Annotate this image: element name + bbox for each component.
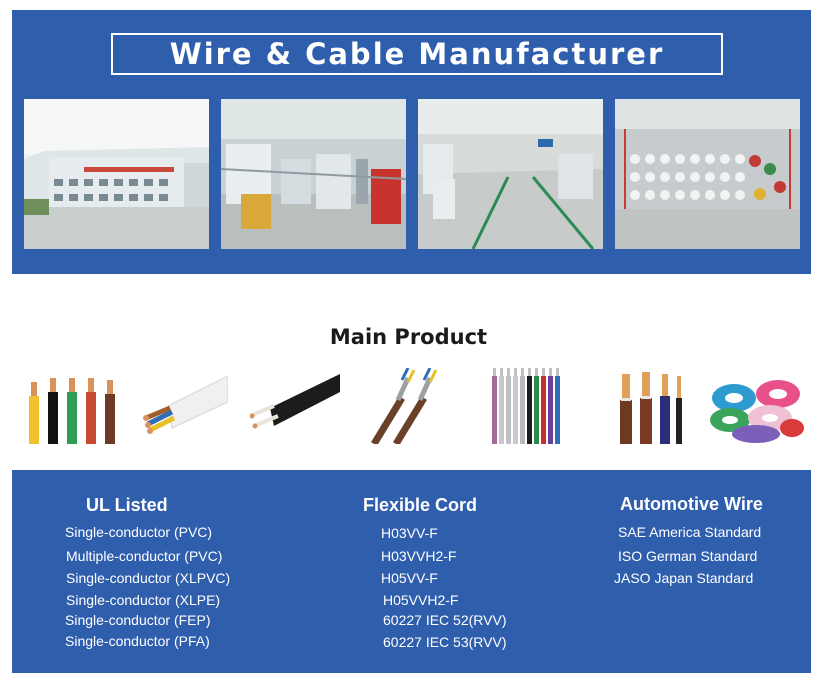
ul-listed-heading: UL Listed	[86, 495, 168, 515]
ul-item: Single-conductor (PVC)	[65, 524, 213, 540]
banner-title: Wire & Cable Manufacturer	[169, 37, 665, 71]
extrusion-line-photo	[221, 99, 406, 249]
workshop-floor-photo	[418, 99, 603, 249]
automotive-wire-heading: Automotive Wire	[620, 494, 763, 514]
twin-flat-cord-image	[250, 368, 340, 444]
ul-item: Multiple-conductor (PVC)	[66, 548, 223, 564]
flat-sheathed-cable-image	[138, 368, 228, 444]
main-product-heading: Main Product	[329, 325, 488, 349]
shielded-twisted-pair-image	[368, 368, 448, 444]
banner-title-box: Wire & Cable Manufacturer	[111, 33, 723, 75]
wire-spool-rack-photo	[615, 99, 800, 249]
stripped-conductors-image	[614, 368, 684, 444]
product-categories-panel: UL Listed Single-conductor (PVC) Multipl…	[12, 470, 811, 673]
single-core-wires-image	[25, 368, 115, 444]
flexible-cord-item: H03VV-F	[381, 525, 438, 541]
ul-item: Single-conductor (XLPE)	[66, 592, 221, 608]
factory-building-photo	[24, 99, 209, 249]
ul-item: Single-conductor (PFA)	[65, 633, 210, 649]
colored-wire-coils-image	[708, 368, 804, 444]
multicolor-ribbon-wires-image	[490, 368, 562, 444]
ul-item: Single-conductor (FEP)	[65, 612, 211, 628]
flexible-cord-item: H03VVH2-F	[381, 548, 457, 564]
factory-banner: Wire & Cable Manufacturer	[12, 10, 811, 274]
automotive-item: ISO German Standard	[618, 548, 758, 564]
flexible-cord-item: H05VV-F	[381, 570, 438, 586]
ul-item: Single-conductor (XLPVC)	[66, 570, 231, 586]
automotive-item: SAE America Standard	[618, 524, 762, 540]
flexible-cord-item: 60227 IEC 52(RVV)	[383, 612, 507, 628]
automotive-item: JASO Japan Standard	[614, 570, 754, 586]
flexible-cord-item: H05VVH2-F	[383, 592, 459, 608]
flexible-cord-item: 60227 IEC 53(RVV)	[383, 634, 507, 650]
flexible-cord-heading: Flexible Cord	[363, 495, 478, 515]
